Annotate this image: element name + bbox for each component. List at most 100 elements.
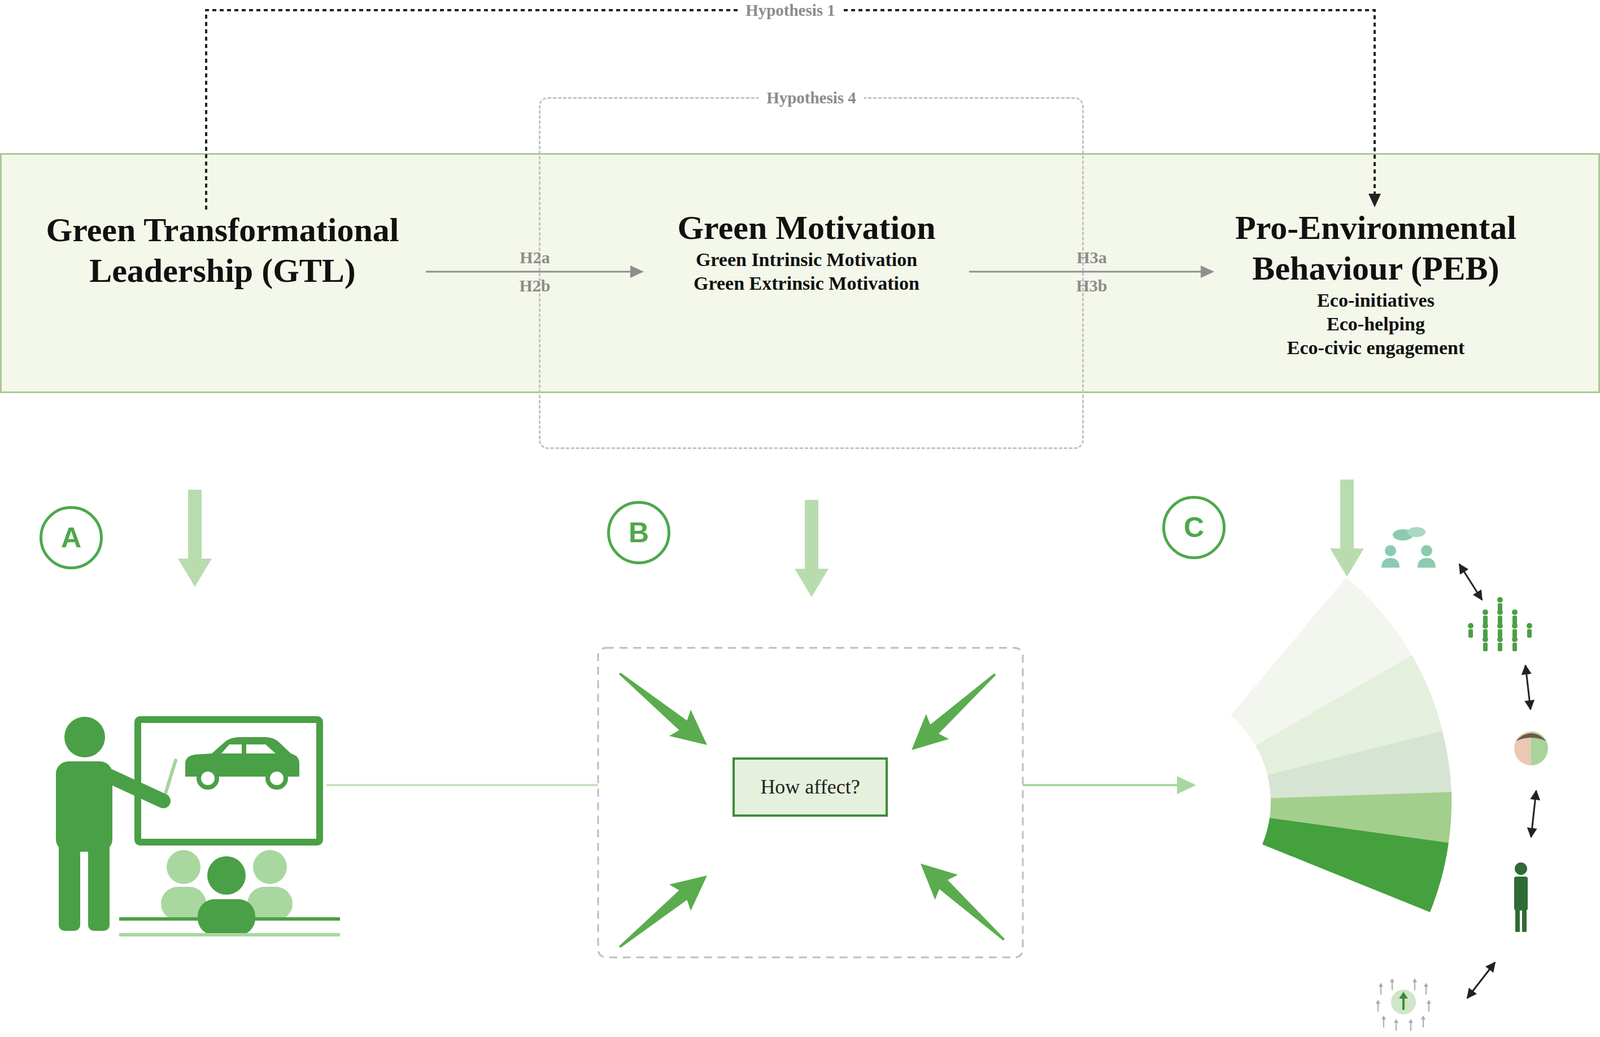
group-arrows-icon bbox=[1375, 978, 1432, 1031]
concept-title: Green Transformational Leadership (GTL) bbox=[19, 209, 426, 291]
talking-icon bbox=[1381, 526, 1436, 568]
face-icon-part bbox=[1515, 733, 1547, 741]
teacher-illustration-part bbox=[267, 769, 286, 788]
connector-line bbox=[969, 271, 1203, 273]
arrowhead bbox=[1368, 193, 1381, 208]
crowd-icon-part bbox=[1482, 636, 1489, 652]
talking-icon-part bbox=[1384, 545, 1397, 557]
teacher-illustration-part bbox=[253, 849, 287, 884]
talking-icon-part bbox=[1417, 557, 1436, 568]
step-letter: A bbox=[60, 523, 82, 552]
fan-graphic-part bbox=[1262, 817, 1449, 913]
concept-node: Green Transformational Leadership (GTL) bbox=[19, 209, 426, 291]
talking-icon-part bbox=[1381, 557, 1400, 568]
step-letter: B bbox=[628, 518, 649, 547]
teacher-illustration bbox=[55, 716, 340, 937]
inward-arrow-part bbox=[909, 851, 1016, 953]
person-icon-part bbox=[1514, 862, 1528, 875]
concept-node: Green MotivationGreen Intrinsic Motivati… bbox=[643, 207, 970, 296]
crowd-icon bbox=[1467, 596, 1533, 652]
concept-item: Eco-helping bbox=[1214, 312, 1538, 337]
inward-arrow-part bbox=[900, 661, 1007, 763]
crowd-icon-part bbox=[1526, 622, 1533, 638]
person-icon-part bbox=[1514, 876, 1528, 911]
crowd-icon-part bbox=[1497, 622, 1503, 638]
question-box: How affect? bbox=[732, 757, 888, 817]
double-arrow bbox=[1525, 665, 1531, 710]
group-arrows-icon-part bbox=[1402, 997, 1405, 1010]
flow-arrowhead bbox=[1176, 775, 1197, 795]
group-arrows-icon-part bbox=[1378, 982, 1384, 995]
group-arrows-icon-part bbox=[1391, 989, 1416, 1015]
teacher-illustration-part bbox=[64, 716, 106, 758]
person-icon bbox=[1514, 862, 1528, 932]
inward-arrow-part bbox=[608, 862, 718, 961]
fan-graphic-part bbox=[1267, 730, 1452, 799]
concept-item: Eco-initiatives bbox=[1214, 288, 1538, 313]
step-letter: C bbox=[1183, 513, 1205, 542]
flow-line bbox=[326, 783, 599, 787]
teacher-illustration-part bbox=[207, 856, 246, 895]
teacher-illustration-part bbox=[221, 744, 242, 754]
crowd-icon-part bbox=[1511, 609, 1518, 625]
double-arrow bbox=[1467, 962, 1495, 998]
group-arrows-icon-part bbox=[1398, 991, 1408, 999]
connector-line bbox=[425, 271, 633, 273]
crowd-icon-part bbox=[1482, 609, 1489, 625]
hypothesis-connector bbox=[206, 10, 1381, 210]
frame-heading: Hypothesis 4 bbox=[758, 86, 865, 109]
step-circle: C bbox=[1162, 495, 1226, 560]
crowd-icon-part bbox=[1482, 622, 1489, 638]
down-arrow-part bbox=[177, 489, 212, 587]
person-icon-part bbox=[1515, 908, 1520, 932]
path-arrow bbox=[425, 265, 644, 278]
down-arrow-part bbox=[794, 499, 829, 597]
crowd-icon-part bbox=[1511, 636, 1518, 652]
fan-graphic bbox=[1230, 577, 1452, 913]
down-arrow-part bbox=[1330, 479, 1364, 577]
arrowhead bbox=[630, 265, 644, 278]
teacher-illustration-part bbox=[104, 773, 164, 801]
teacher-illustration-part bbox=[119, 933, 340, 937]
group-arrows-icon-part bbox=[1412, 978, 1418, 991]
down-arrow bbox=[177, 479, 1364, 597]
connector-line bbox=[206, 10, 1375, 210]
crowd-icon-part bbox=[1497, 636, 1503, 652]
concept-item: Green Extrinsic Motivation bbox=[643, 271, 970, 296]
inward-arrow-part bbox=[608, 660, 718, 758]
crowd-icon-part bbox=[1511, 622, 1518, 638]
group-arrows-icon-part bbox=[1426, 999, 1432, 1012]
talking-icon-part bbox=[1407, 526, 1426, 538]
teacher-illustration-part bbox=[137, 719, 320, 843]
flow-line bbox=[1022, 783, 1180, 787]
group-arrows-icon-part bbox=[1420, 1015, 1426, 1028]
group-arrows-icon-part bbox=[1375, 999, 1381, 1012]
step-circle: B bbox=[607, 500, 671, 565]
group-arrows-icon-part bbox=[1393, 1018, 1399, 1031]
concept-item: Eco-civic engagement bbox=[1214, 336, 1538, 360]
crowd-icon-part bbox=[1467, 622, 1474, 638]
teacher-illustration-part bbox=[198, 769, 217, 788]
teacher-illustration-part bbox=[58, 841, 81, 931]
talking-icon-part bbox=[1420, 545, 1433, 557]
concept-item: Green Intrinsic Motivation bbox=[643, 247, 970, 272]
person-icon-part bbox=[1522, 908, 1527, 932]
group-arrows-icon-part bbox=[1389, 978, 1395, 991]
group-arrows-icon-part bbox=[1423, 982, 1429, 995]
double-arrow bbox=[1531, 790, 1537, 837]
concept-title: Green Motivation bbox=[643, 207, 970, 248]
teacher-illustration-part bbox=[88, 841, 110, 931]
teacher-illustration-part bbox=[246, 744, 276, 754]
hypothesis-frame: Hypothesis 4Green MotivationGreen Intrin… bbox=[538, 97, 1084, 449]
group-arrows-icon-part bbox=[1408, 1018, 1414, 1031]
teacher-illustration-part bbox=[119, 917, 340, 921]
edge-label: Hypothesis 1 bbox=[738, 0, 843, 21]
step-circle: A bbox=[39, 506, 103, 570]
face-icon bbox=[1514, 731, 1549, 766]
inward-arrow bbox=[608, 660, 1016, 961]
arrowhead bbox=[1200, 265, 1215, 278]
box-label: How affect? bbox=[760, 774, 860, 800]
concept-node: Pro-Environmental Behaviour (PEB)Eco-ini… bbox=[1214, 207, 1538, 360]
